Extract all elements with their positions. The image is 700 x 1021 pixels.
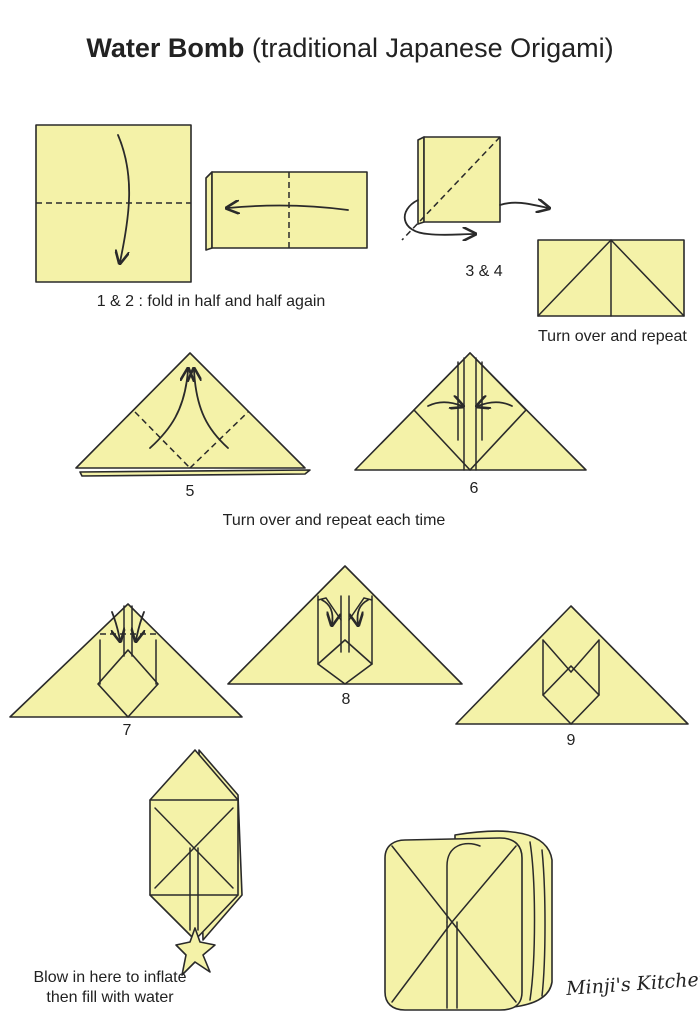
caption-step-8: 8 xyxy=(341,691,351,708)
step-6-triangle xyxy=(354,352,587,471)
caption-step-3-4: 3 & 4 xyxy=(465,263,503,280)
caption-step-7: 7 xyxy=(122,722,132,739)
step-5-triangle xyxy=(75,352,311,477)
caption-step-9: 9 xyxy=(566,732,576,749)
step-1-square xyxy=(35,124,192,283)
step-7-triangle xyxy=(9,603,243,718)
caption-step-6: 6 xyxy=(469,480,479,497)
caption-step-1-2: 1 & 2 : fold in half and half again xyxy=(96,293,326,310)
title-bold: Water Bomb xyxy=(86,33,245,63)
step-8-triangle xyxy=(227,565,463,685)
step-10-folded-shape xyxy=(149,749,243,976)
step-4-triangle xyxy=(537,239,685,317)
final-water-bomb xyxy=(384,830,553,1011)
page-title: Water Bomb (traditional Japanese Origami… xyxy=(0,30,700,66)
caption-turn-over-each-time: Turn over and repeat each time xyxy=(222,512,446,529)
caption-blow-line-1: Blow in here to inflate xyxy=(33,969,187,986)
caption-step-5: 5 xyxy=(185,483,195,500)
caption-blow-line-2: then fill with water xyxy=(46,989,174,1006)
title-rest: (traditional Japanese Origami) xyxy=(251,33,614,63)
step-9-triangle xyxy=(455,605,689,725)
step-2-rectangle xyxy=(205,171,368,251)
caption-turn-over-repeat: Turn over and repeat xyxy=(538,328,687,345)
step-3-4-square xyxy=(401,136,548,240)
